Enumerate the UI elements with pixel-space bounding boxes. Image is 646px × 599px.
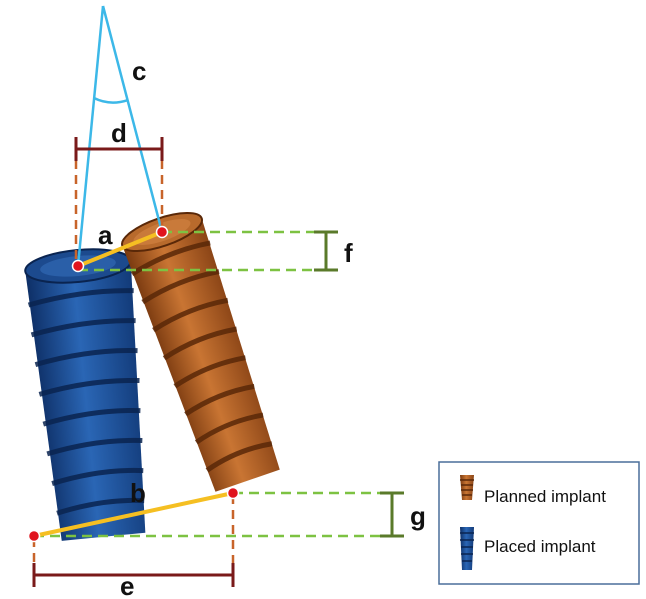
legend: Planned implant Placed implant xyxy=(438,461,640,585)
label-f: f xyxy=(344,238,353,268)
placed-apex-point xyxy=(27,529,41,543)
legend-placed-label: Placed implant xyxy=(484,537,596,556)
planned-platform-point xyxy=(155,225,169,239)
placed-implant xyxy=(24,248,146,541)
placed-platform-point xyxy=(71,259,85,273)
label-d: d xyxy=(111,118,127,148)
placed-axis-line xyxy=(76,5,105,267)
label-a: a xyxy=(98,220,113,250)
angle-c-arc xyxy=(93,96,129,104)
label-b: b xyxy=(130,478,146,508)
planned-implant-icon xyxy=(460,475,474,500)
planned-apex-point xyxy=(226,486,240,500)
measurement-points xyxy=(27,225,240,543)
label-g: g xyxy=(410,501,426,531)
planned-axis-line xyxy=(101,5,164,233)
label-e: e xyxy=(120,571,134,599)
label-c: c xyxy=(132,56,146,86)
dimension-f-bracket xyxy=(314,230,338,272)
deviation-b-line xyxy=(33,491,234,538)
placed-implant-icon xyxy=(460,527,474,570)
planned-implant xyxy=(121,211,280,492)
dimension-g-bracket xyxy=(380,491,404,538)
legend-planned-label: Planned implant xyxy=(484,487,606,506)
deviation-a-line xyxy=(77,230,163,268)
